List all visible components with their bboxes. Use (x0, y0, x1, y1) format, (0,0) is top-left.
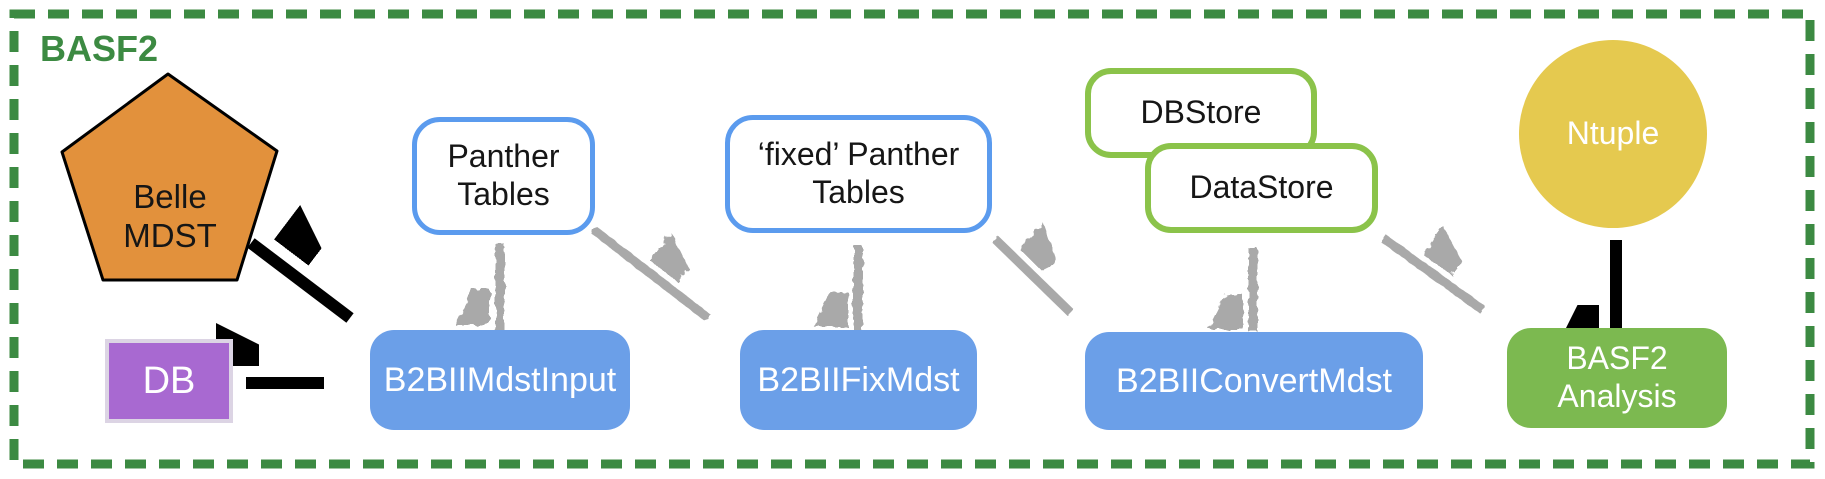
node-panther-tables: Panther Tables (412, 117, 595, 235)
arrow-fixedpanther-to-convertmdst (992, 240, 1074, 316)
arrow-bellemdst-to-mdstinput (247, 243, 354, 323)
black-arrows (246, 240, 1622, 389)
frame-title-basf2: BASF2 (40, 28, 159, 69)
node-b2bii-convert-mdst: B2BIIConvertMdst (1085, 332, 1423, 430)
arrow-panther-to-fixmdst (591, 226, 711, 322)
node-b2bii-mdst-input: B2BIIMdstInput (370, 330, 630, 430)
belle-mdst-pentagon (60, 72, 279, 282)
basf2-dashed-frame (9, 9, 1815, 469)
gray-sketch-arrows (500, 226, 1486, 332)
node-fixed-panther-tables: ‘fixed’ Panther Tables (725, 115, 992, 233)
node-basf2-analysis: BASF2 Analysis (1507, 328, 1727, 428)
belle-mdst-label: Belle MDST (123, 178, 217, 254)
node-db: DB (105, 339, 233, 423)
node-b2bii-fix-mdst: B2BIIFixMdst (740, 330, 977, 430)
node-ntuple: Ntuple (1519, 40, 1707, 228)
node-datastore: DataStore (1145, 143, 1378, 233)
arrow-datastore-to-analysis (1380, 238, 1486, 314)
